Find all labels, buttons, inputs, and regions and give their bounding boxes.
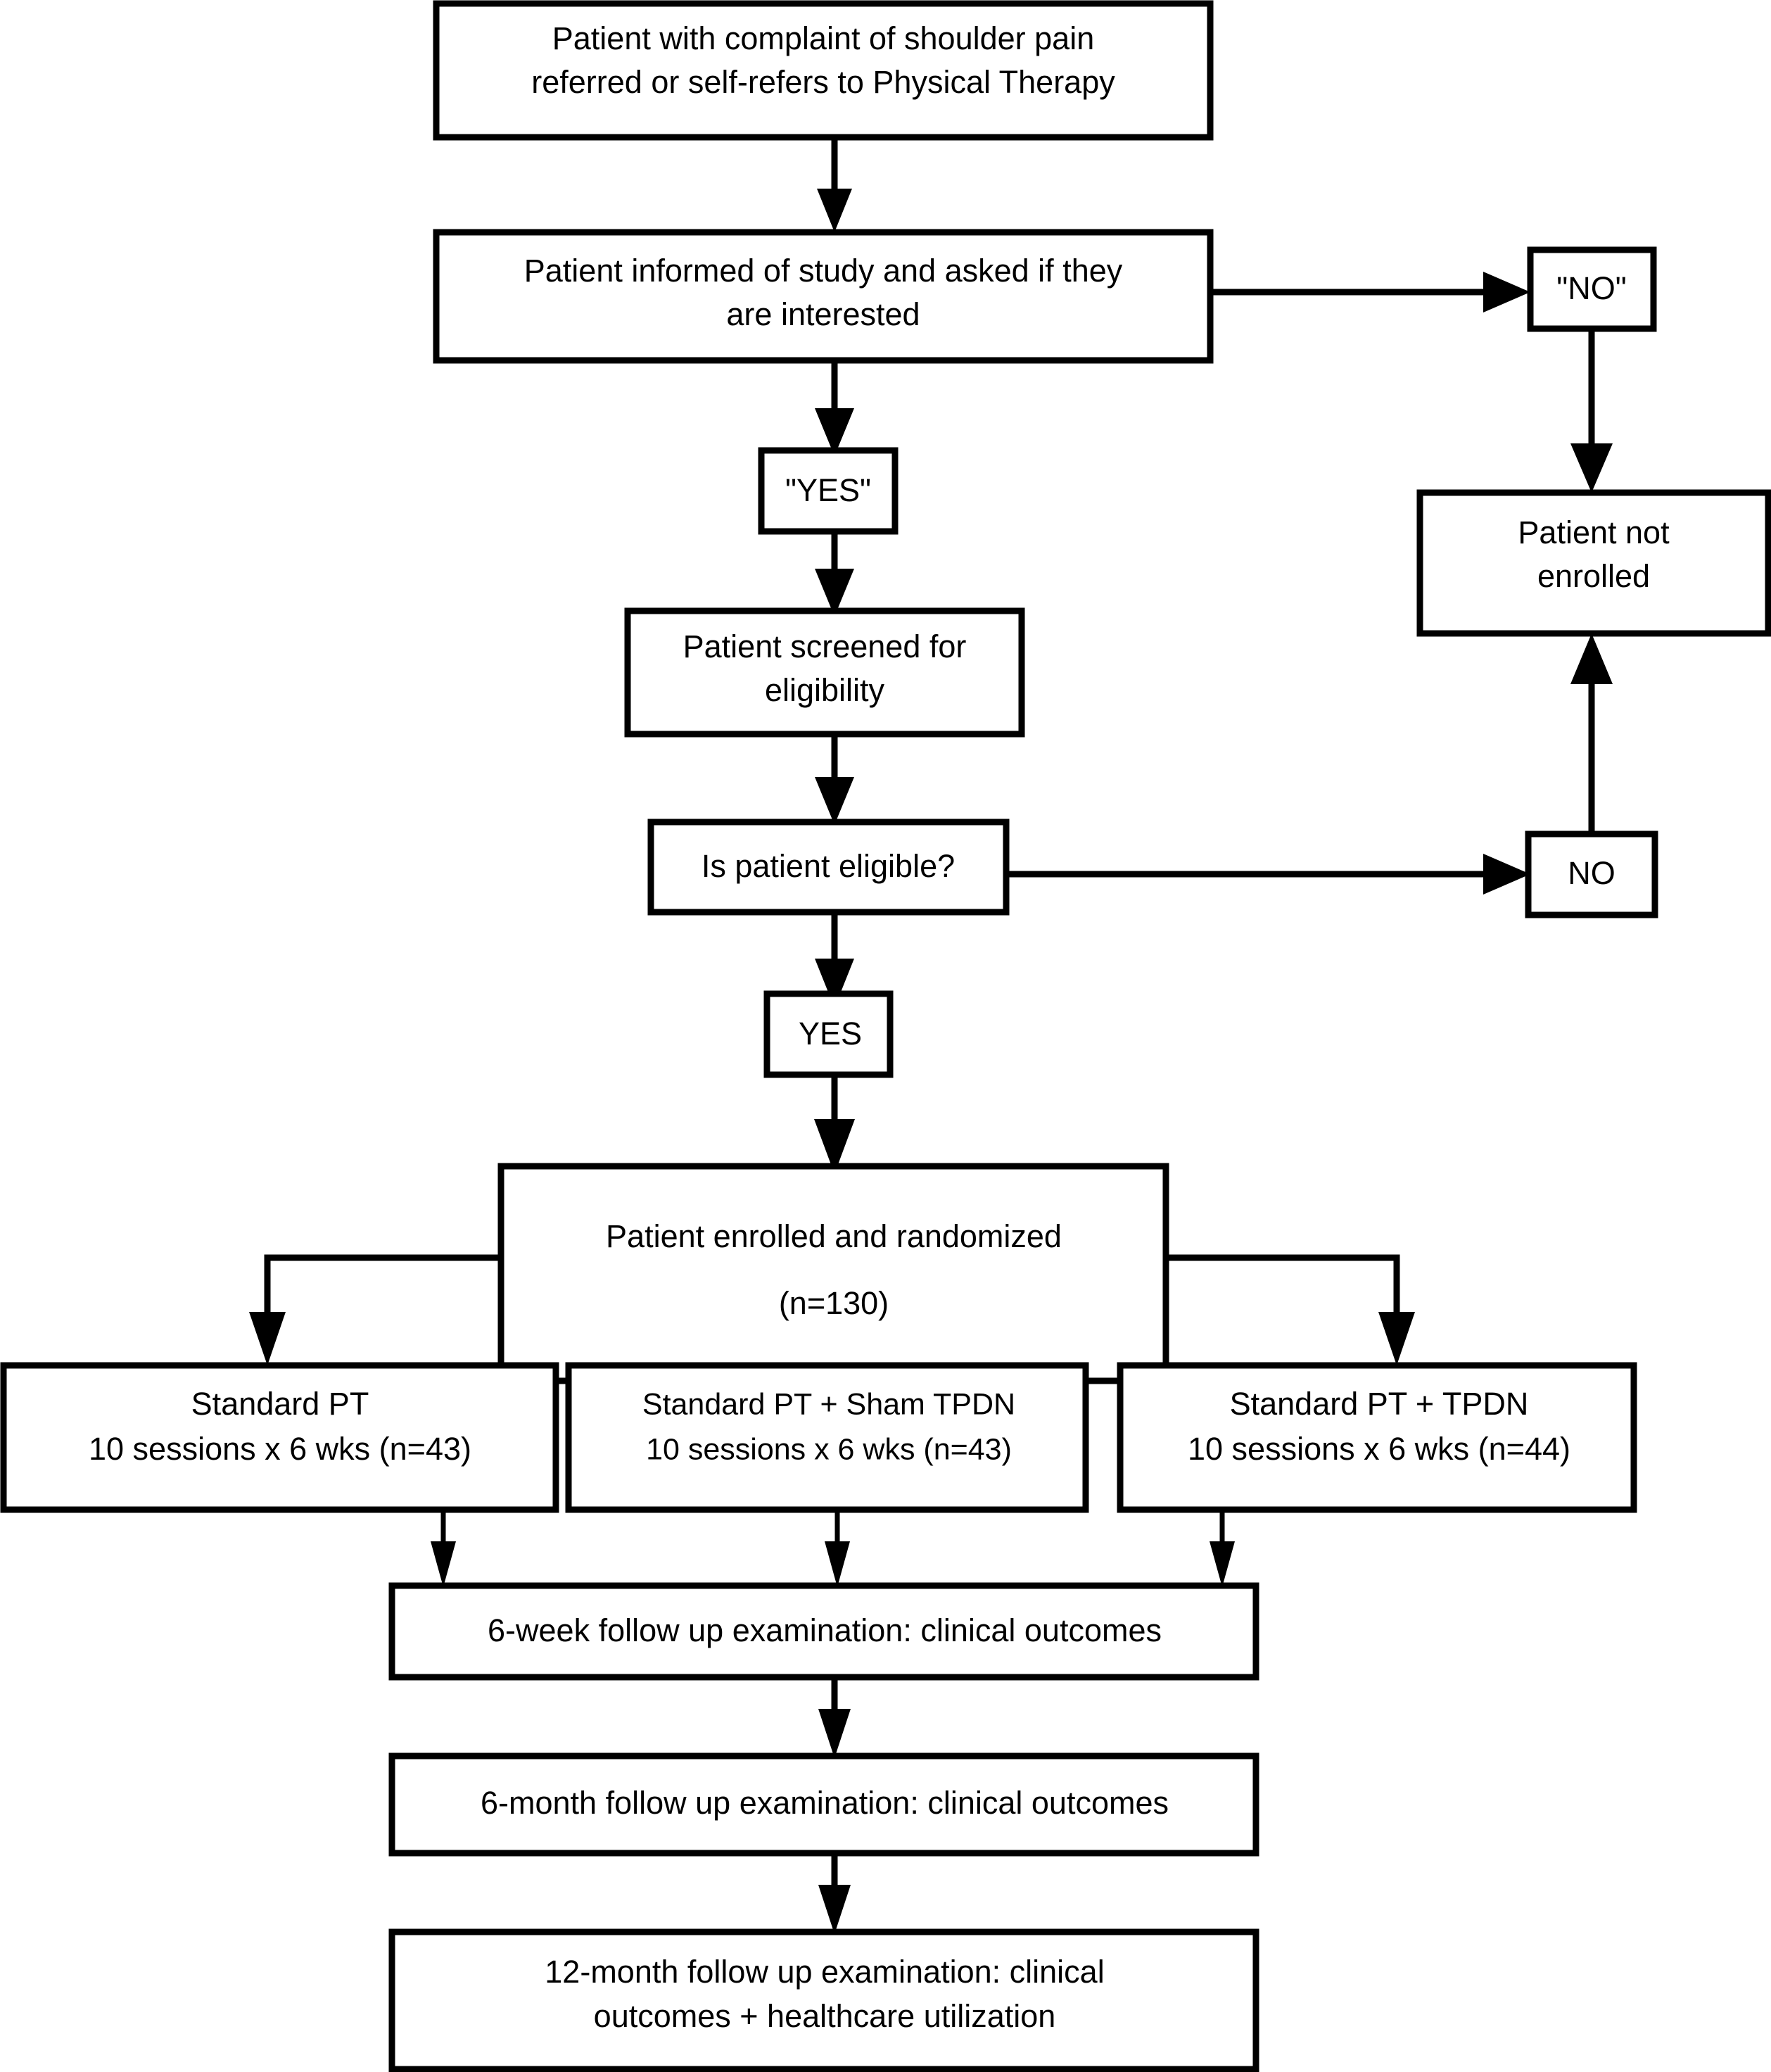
- node-arm-sham-tpdn-line2: 10 sessions x 6 wks (n=43): [646, 1432, 1012, 1466]
- connector-yes-to-randomized: [814, 1073, 855, 1174]
- connector-randomized-to-arm-standard-pt: [249, 1254, 505, 1365]
- node-referral-line2: referred or self-refers to Physical Ther…: [531, 64, 1115, 100]
- node-answer-yes-quoted: "YES": [758, 447, 899, 535]
- node-answer-yes-label: YES: [799, 1016, 862, 1051]
- connector-arm-standard-pt-to-6week: [431, 1508, 456, 1587]
- node-answer-no-label: NO: [1568, 855, 1616, 891]
- node-followup-6month: 6-month follow up examination: clinical …: [388, 1752, 1259, 1857]
- node-answer-no-quoted: "NO": [1527, 246, 1657, 332]
- node-arm-standard-pt-line1: Standard PT: [191, 1386, 369, 1422]
- node-referral-line1: Patient with complaint of shoulder pain: [552, 20, 1094, 56]
- node-informed-line2: are interested: [726, 296, 920, 332]
- node-followup-6week-label: 6-week follow up examination: clinical o…: [488, 1612, 1162, 1648]
- node-informed: Patient informed of study and asked if t…: [433, 229, 1214, 364]
- connector-arm-sham-tpdn-to-6week: [825, 1508, 850, 1587]
- node-referral: Patient with complaint of shoulder pain …: [433, 0, 1214, 141]
- connector-referral-to-informed: [817, 137, 852, 232]
- node-answer-yes: YES: [763, 990, 894, 1078]
- connector-eligible-to-no: [1005, 854, 1530, 895]
- node-eligible-decision: Is patient eligible?: [647, 819, 1010, 916]
- connector-yes-quoted-to-screened: [815, 531, 854, 617]
- node-not-enrolled: Patient not enrolled: [1416, 489, 1771, 637]
- node-randomized: Patient enrolled and randomized (n=130): [497, 1163, 1169, 1384]
- node-eligible-decision-label: Is patient eligible?: [702, 848, 955, 884]
- connector-6week-to-6month: [818, 1675, 851, 1758]
- node-screened: Patient screened for eligibility: [624, 607, 1025, 738]
- node-screened-line1: Patient screened for: [683, 628, 967, 664]
- node-not-enrolled-line2: enrolled: [1537, 558, 1650, 594]
- node-answer-yes-quoted-label: "YES": [785, 472, 871, 508]
- connector-6month-to-12month: [818, 1852, 851, 1934]
- connector-no-to-not-enrolled: [1570, 633, 1613, 835]
- node-followup-6week: 6-week follow up examination: clinical o…: [388, 1582, 1259, 1681]
- node-followup-12month: 12-month follow up examination: clinical…: [388, 1928, 1259, 2072]
- node-arm-standard-pt-line2: 10 sessions x 6 wks (n=43): [89, 1431, 471, 1467]
- node-randomized-line1: Patient enrolled and randomized: [606, 1218, 1062, 1254]
- node-followup-12month-line2: outcomes + healthcare utilization: [594, 1998, 1056, 2034]
- connector-informed-to-no-quoted: [1210, 272, 1530, 312]
- connector-informed-to-yes-quoted: [815, 360, 854, 456]
- node-followup-6month-label: 6-month follow up examination: clinical …: [481, 1785, 1169, 1821]
- node-arm-tpdn-line2: 10 sessions x 6 wks (n=44): [1188, 1431, 1570, 1467]
- node-arm-standard-pt: Standard PT 10 sessions x 6 wks (n=43): [0, 1362, 559, 1513]
- node-followup-12month-line1: 12-month follow up examination: clinical: [545, 1954, 1104, 1990]
- node-arm-sham-tpdn: Standard PT + Sham TPDN 10 sessions x 6 …: [565, 1362, 1089, 1513]
- node-arm-tpdn: Standard PT + TPDN 10 sessions x 6 wks (…: [1117, 1362, 1637, 1513]
- connector-screened-to-eligible: [815, 732, 854, 825]
- node-informed-line1: Patient informed of study and asked if t…: [524, 253, 1123, 289]
- node-not-enrolled-line1: Patient not: [1518, 514, 1670, 550]
- node-randomized-line2: (n=130): [779, 1285, 889, 1321]
- node-arm-tpdn-line1: Standard PT + TPDN: [1230, 1386, 1529, 1422]
- node-screened-line2: eligibility: [765, 672, 885, 708]
- connector-randomized-to-arm-tpdn: [1164, 1254, 1415, 1365]
- node-answer-no: NO: [1525, 830, 1658, 918]
- connector-no-quoted-to-not-enrolled: [1570, 329, 1613, 493]
- connector-eligible-to-yes: [815, 911, 854, 1008]
- node-arm-sham-tpdn-line1: Standard PT + Sham TPDN: [642, 1387, 1015, 1421]
- node-answer-no-quoted-label: "NO": [1556, 270, 1626, 306]
- connector-arm-tpdn-to-6week: [1210, 1508, 1235, 1587]
